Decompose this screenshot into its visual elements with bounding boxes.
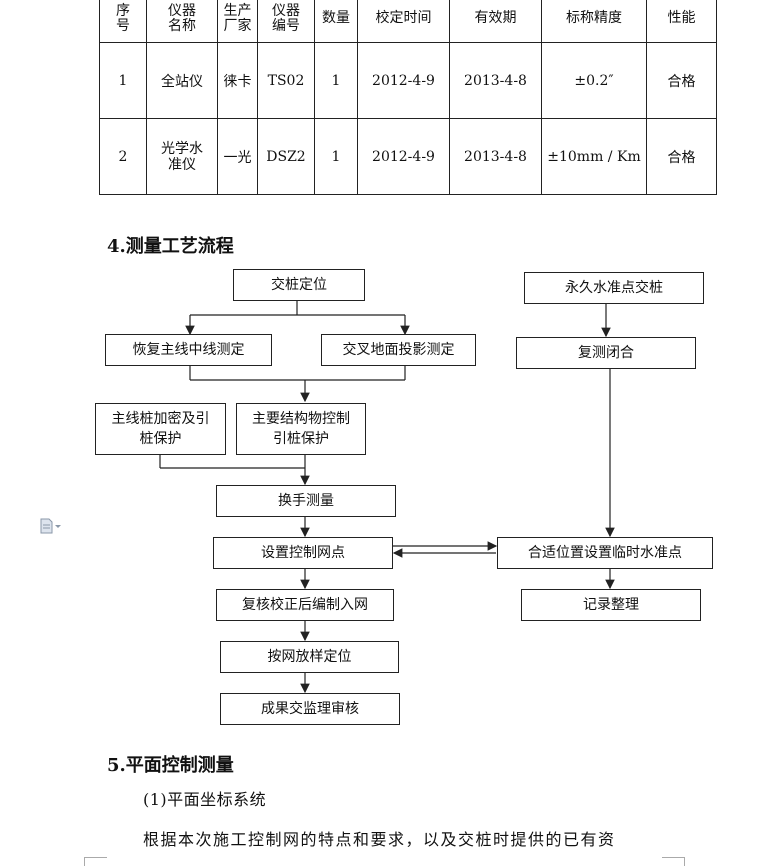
- flow-box-jiaozhuang-dingwei: 交桩定位: [233, 269, 365, 301]
- flow-box-jiaocha-dimian: 交叉地面投影测定: [321, 334, 476, 366]
- table-cell: 1: [314, 42, 358, 119]
- flow-box-chengguo-jianli: 成果交监理审核: [220, 693, 400, 725]
- header-xingneng: 性能: [646, 0, 717, 43]
- flow-box-zhuyao-jiegou: 主要结构物控制引桩保护: [236, 403, 366, 455]
- page-margin-mark-right: [662, 857, 685, 866]
- flow-box-heshi-weizhi: 合适位置设置临时水准点: [497, 537, 713, 569]
- header-shuliang: 数量: [314, 0, 358, 43]
- table-cell: ±10mm / Km: [541, 118, 647, 195]
- table-cell: 合格: [646, 118, 717, 195]
- table-cell: 2012-4-9: [357, 42, 450, 119]
- flow-box-fuhe-jiaozheng: 复核校正后编制入网: [216, 589, 394, 621]
- flow-box-fuce-bihe: 复测闭合: [516, 337, 696, 369]
- flow-box-huifu-zhuxian: 恢复主线中线测定: [105, 334, 272, 366]
- table-cell: 一光: [217, 118, 258, 195]
- table-cell: 徕卡: [217, 42, 258, 119]
- section-heading-5: 5.平面控制测量: [107, 755, 234, 776]
- table-header-row: 序号 仪器名称 生产厂家 仪器编号 数量 校定时间 有效期 标称精度 性能: [99, 0, 717, 43]
- table-cell: ±0.2″: [541, 42, 647, 119]
- section-heading-4: 4.测量工艺流程: [107, 236, 234, 257]
- flow-box-jilu-zhengli: 记录整理: [521, 589, 701, 621]
- document-options-icon[interactable]: [40, 518, 62, 534]
- page-margin-mark-left: [84, 857, 107, 866]
- table-cell: 2013-4-8: [449, 118, 542, 195]
- flow-box-huanshou-celiang: 换手测量: [216, 485, 396, 517]
- table-cell: DSZ2: [257, 118, 315, 195]
- table-cell: 全站仪: [146, 42, 218, 119]
- header-shengchan-changjia: 生产厂家: [217, 0, 258, 43]
- table-cell: 光学水准仪: [146, 118, 218, 195]
- flow-box-zhuxian-zhuang: 主线桩加密及引桩保护: [95, 403, 226, 455]
- equipment-table: 序号 仪器名称 生产厂家 仪器编号 数量 校定时间 有效期 标称精度 性能 1 …: [99, 0, 717, 195]
- subheading-pingmian-zuobiao: (1)平面坐标系统: [143, 790, 267, 809]
- table-cell: 合格: [646, 42, 717, 119]
- header-jiaoding-shijian: 校定时间: [357, 0, 450, 43]
- header-xuhao: 序号: [99, 0, 147, 43]
- header-yiqi-mingcheng: 仪器名称: [146, 0, 218, 43]
- flow-box-shezhi-kongzhi: 设置控制网点: [213, 537, 393, 569]
- flow-box-yongjiu-shuizhun: 永久水准点交桩: [524, 272, 704, 304]
- table-row: 1 全站仪 徕卡 TS02 1 2012-4-9 2013-4-8 ±0.2″ …: [99, 42, 717, 119]
- table-cell: TS02: [257, 42, 315, 119]
- flow-box-anwang-fangyang: 按网放样定位: [220, 641, 399, 673]
- header-yiqi-bianhao: 仪器编号: [257, 0, 315, 43]
- body-paragraph: 根据本次施工控制网的特点和要求，以及交桩时提供的已有资: [143, 830, 616, 849]
- table-row: 2 光学水准仪 一光 DSZ2 1 2012-4-9 2013-4-8 ±10m…: [99, 118, 717, 195]
